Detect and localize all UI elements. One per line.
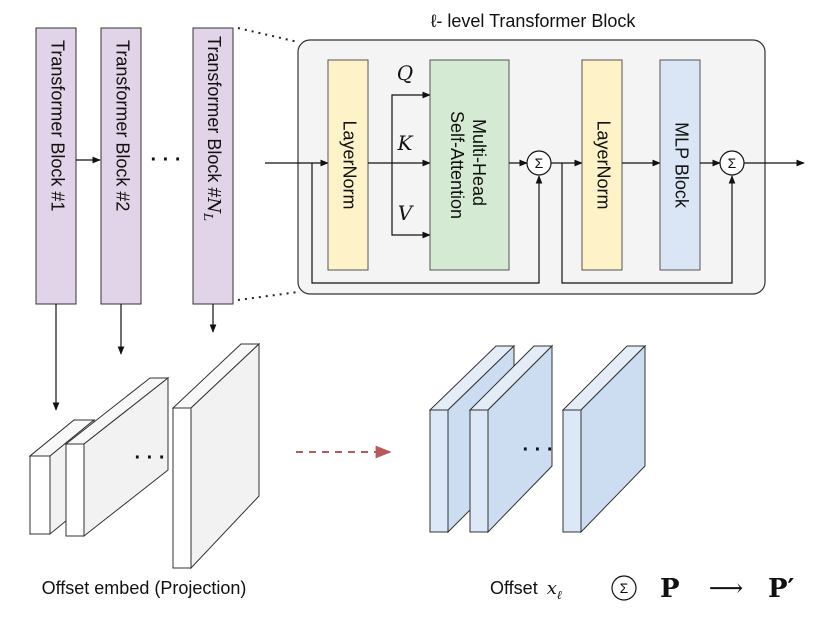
legend-offset-var: x (547, 578, 557, 599)
q-label: Q (397, 61, 413, 85)
mlp-block: MLP Block (659, 59, 701, 271)
svg-text:Transformer Block #NL: Transformer Block #NL (202, 36, 225, 221)
k-label: K (397, 131, 414, 155)
legend-offset-sub: ℓ (557, 588, 562, 602)
legend-arrow: ⟶ (709, 574, 743, 602)
attention-label-line1: Multi-Head (469, 119, 489, 206)
stack-block-2-label: Transformer Block #2 (112, 40, 132, 211)
stack-block-1: Transformer Block #1 (35, 27, 77, 305)
layernorm-2: LayerNorm (581, 59, 623, 271)
stack-block-1-label: Transformer Block #1 (47, 40, 67, 211)
gray-slab-n (171, 342, 261, 570)
layernorm-1: LayerNorm (327, 59, 369, 271)
blue-slab-n (561, 344, 647, 534)
gray-slab-2 (64, 376, 170, 538)
attention-label-line2: Self-Attention (447, 111, 467, 219)
blue-slab-2 (468, 344, 554, 534)
sum-node-1-symbol: Σ (535, 155, 544, 171)
sum-node-1: Σ (526, 150, 552, 176)
stack-block-n-label: Transformer Block # (204, 36, 224, 197)
legend-sum-symbol: Σ (620, 580, 629, 596)
stack-block-n: Transformer Block #NL (192, 27, 234, 305)
left-caption: Offset embed (Projection) (42, 578, 247, 598)
mlp-label: MLP Block (671, 122, 691, 209)
stack-block-n-sub-sub: L (202, 212, 216, 221)
residual-2 (561, 163, 736, 284)
v-label: V (398, 201, 415, 225)
stack-ellipsis: · · · (150, 149, 181, 171)
legend-p: P (660, 574, 680, 604)
sum-node-2-symbol: Σ (728, 155, 737, 171)
zoom-line-top (237, 27, 299, 43)
sum-node-2: Σ (719, 150, 745, 176)
legend-p-prime: P′ (768, 574, 795, 604)
svg-text:Offset xℓ: Offset xℓ (490, 578, 562, 602)
svg-text:Multi-Head Self-Attentio: Multi-Head Self-Attention (447, 111, 489, 219)
layernorm-1-label: LayerNorm (339, 120, 359, 209)
stack-block-2: Transformer Block #2 (100, 27, 142, 305)
stack-block-n-sub-main: N (203, 196, 224, 214)
attention-block: Multi-Head Self-Attention (429, 59, 510, 271)
diagram-title: ℓ- level Transformer Block (431, 11, 637, 31)
legend-offset-label: Offset (490, 578, 538, 598)
zoom-line-bottom (237, 291, 299, 301)
q-arrow (391, 91, 431, 163)
v-arrow (391, 163, 431, 239)
legend: Offset xℓ Σ P ⟶ P′ (490, 574, 795, 604)
legend-sum-node (611, 575, 637, 601)
right-ellipsis: · · · (522, 439, 553, 461)
layernorm-2-label: LayerNorm (593, 120, 613, 209)
left-ellipsis: · · · (134, 447, 165, 469)
residual-1 (311, 163, 543, 284)
